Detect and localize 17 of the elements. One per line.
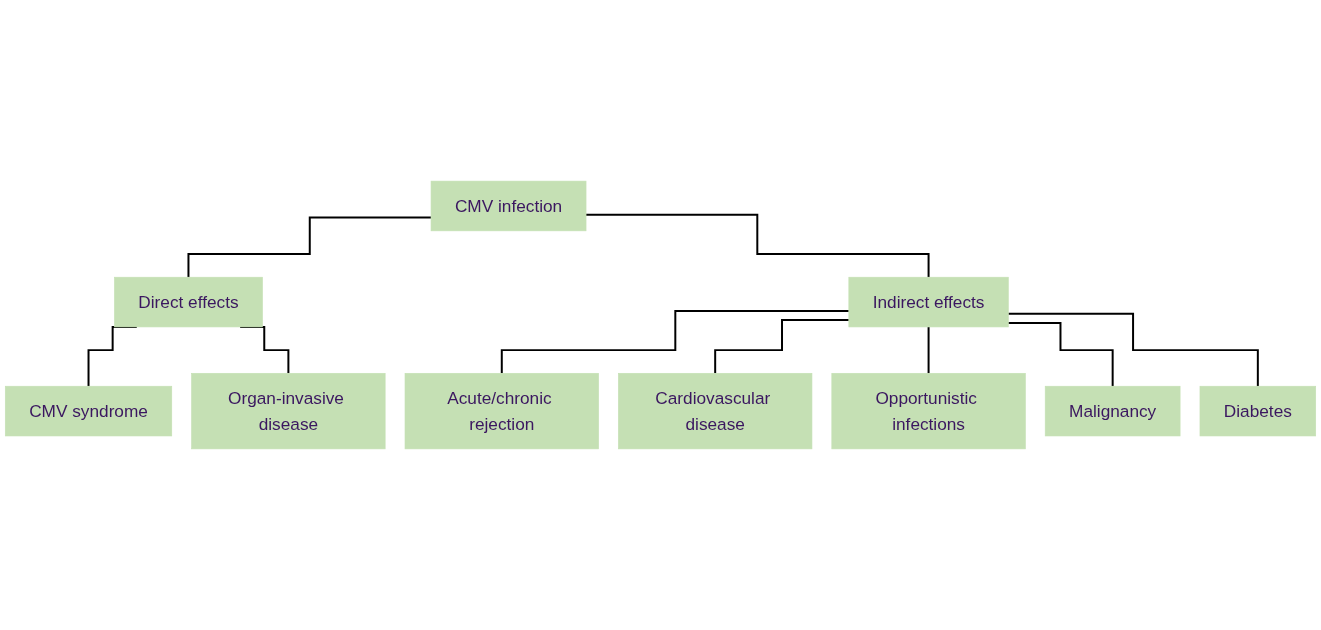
connector [927, 325, 930, 375]
node-box: Opportunistic infections [831, 373, 1026, 450]
node-box: CMV infection [430, 180, 587, 232]
node-box: CMV syndrome [4, 385, 173, 437]
connector [500, 310, 850, 375]
connector [585, 213, 930, 279]
connector [1007, 321, 1114, 388]
connector [187, 216, 433, 279]
connector [1007, 312, 1259, 388]
node-box: Direct effects [114, 276, 263, 328]
node-box: Organ-invasive disease [191, 373, 386, 450]
node-box: Diabetes [1199, 385, 1317, 437]
node-box: Acute/chronic rejection [404, 373, 599, 450]
connector [714, 319, 850, 375]
node-box: Cardiovascular disease [618, 373, 813, 450]
node-box: Indirect effects [848, 276, 1009, 328]
node-box: Malignancy [1044, 385, 1181, 437]
